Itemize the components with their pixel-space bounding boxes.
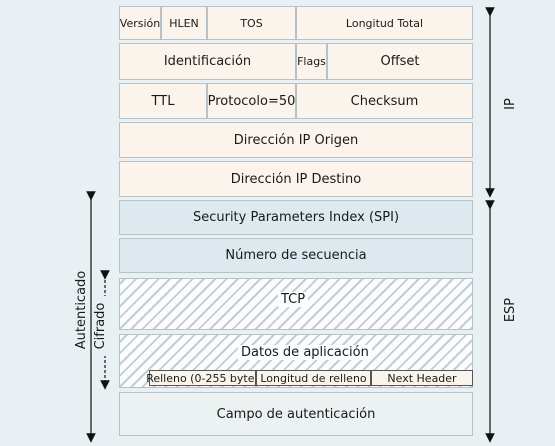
next-header-field: Next Header (371, 370, 473, 386)
ttl-field: TTL (119, 83, 207, 119)
checksum-field: Checksum (296, 83, 473, 119)
padding-field: Relleno (0-255 byte) (146, 370, 259, 386)
authenticated-label: Autenticado (74, 270, 89, 350)
hlen-field: HLEN (161, 6, 207, 40)
ip-label: IP (503, 98, 518, 110)
pad-length-field: Longitud de relleno (256, 370, 371, 386)
tcp-block: TCP (119, 278, 473, 330)
auth-field: Campo de autenticación (119, 392, 473, 436)
protocol-field: Protocolo=50 (207, 83, 296, 119)
encrypted-label: Cifrado (93, 296, 109, 356)
esp-label: ESP (503, 297, 518, 323)
spi-field: Security Parameters Index (SPI) (119, 200, 473, 235)
app-data-label: Datos de aplicación (238, 345, 372, 360)
source-ip-field: Dirección IP Origen (119, 122, 473, 158)
flags-field: Flags (296, 43, 327, 80)
version-field: Versión (119, 6, 161, 40)
offset-field: Offset (327, 43, 473, 80)
sequence-number-field: Número de secuencia (119, 238, 473, 273)
total-length-field: Longitud Total (296, 6, 473, 40)
tcp-label: TCP (278, 292, 309, 307)
tos-field: TOS (207, 6, 296, 40)
identification-field: Identificación (119, 43, 296, 80)
dest-ip-field: Dirección IP Destino (119, 161, 473, 197)
